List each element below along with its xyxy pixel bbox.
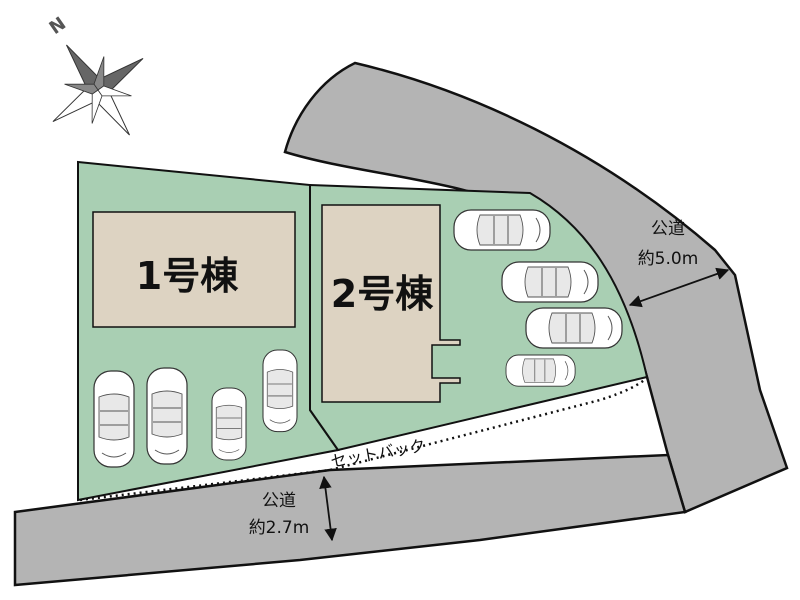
south-road-label: 公道 xyxy=(262,491,296,511)
lot-2-label: 2号棟 xyxy=(331,272,434,316)
east-road-label: 公道 xyxy=(651,219,685,239)
compass-rose-icon xyxy=(52,44,144,136)
north-label: N xyxy=(46,13,70,39)
building-2 xyxy=(321,204,461,403)
south-road-width-arrow xyxy=(319,475,337,542)
building-1 xyxy=(92,211,296,328)
lot-1-label: 1号棟 xyxy=(136,254,239,298)
south-road xyxy=(13,453,687,587)
east-road-width-arrow xyxy=(628,267,730,308)
east-road-width: 約5.0m xyxy=(638,249,699,269)
south-road-width: 約2.7m xyxy=(249,518,310,538)
